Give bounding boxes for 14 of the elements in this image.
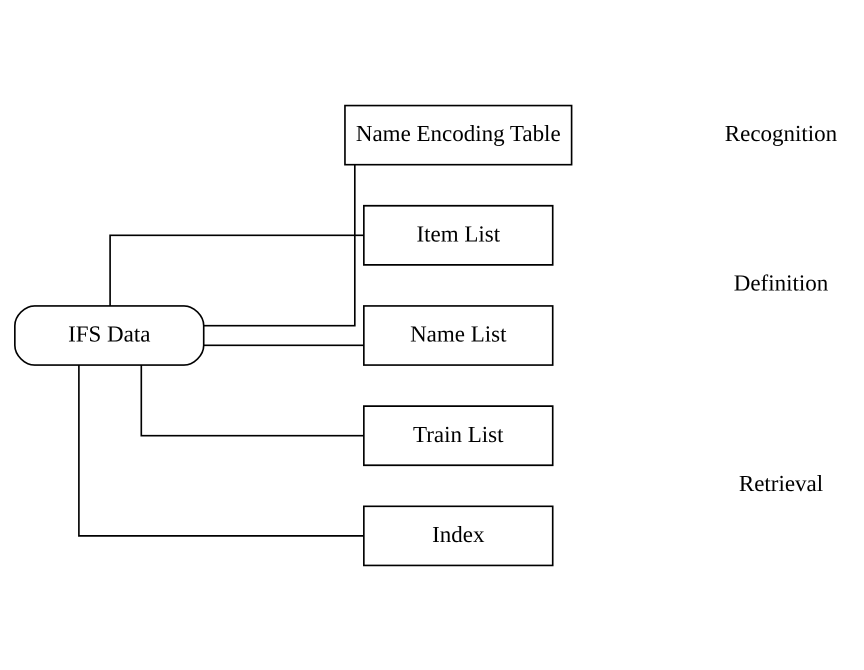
connector — [78, 364, 364, 536]
node-box: IFS Data — [14, 304, 205, 366]
node-box: Train List — [363, 404, 554, 466]
connector — [204, 164, 356, 326]
label: Retrieval — [738, 470, 824, 496]
connector — [204, 344, 364, 346]
connector — [109, 234, 364, 305]
label: Recognition — [724, 120, 838, 146]
node-box: Item List — [363, 204, 554, 266]
node-box: Index — [363, 504, 554, 566]
label: Definition — [734, 270, 828, 296]
node-box: Name Encoding Table — [344, 104, 572, 166]
node-box: Name List — [363, 304, 554, 366]
connector — [140, 365, 364, 436]
